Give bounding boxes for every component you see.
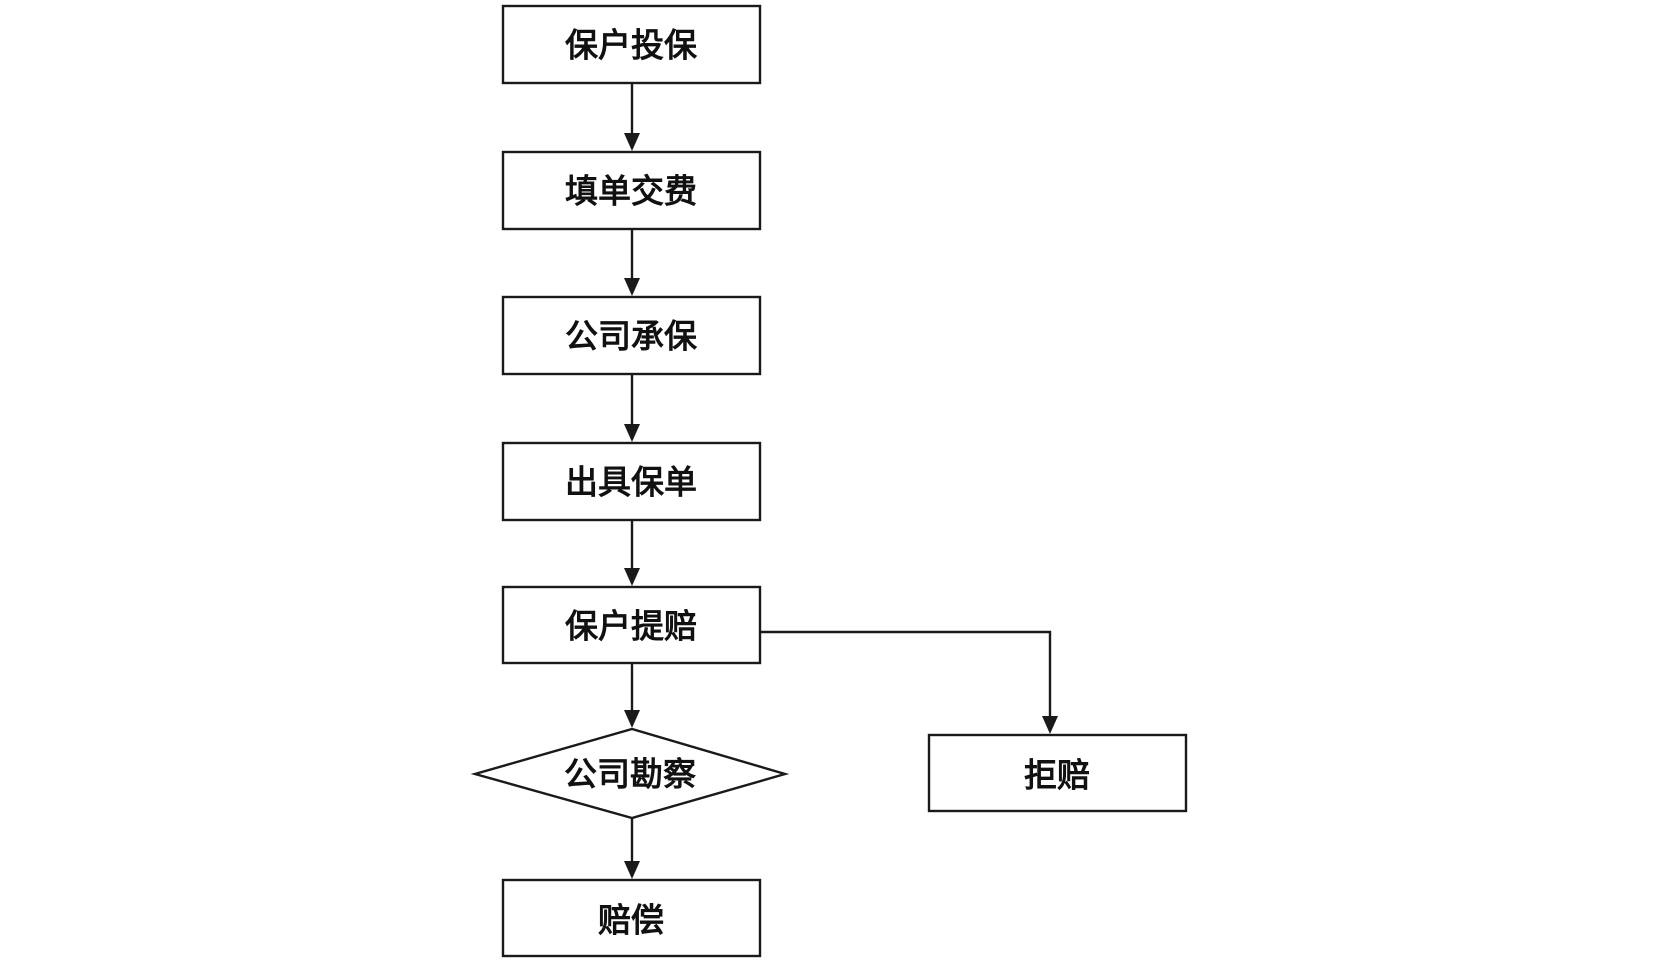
node-apply-label: 保户投保 xyxy=(565,26,698,65)
node-claim-label: 保户提赔 xyxy=(565,607,697,646)
edge-claim-to-reject xyxy=(760,630,1058,734)
node-underwrite: 公司承保 xyxy=(501,295,762,376)
node-reject: 拒赔 xyxy=(927,733,1188,813)
node-compensate: 赔偿 xyxy=(501,878,762,958)
node-underwrite-label: 公司承保 xyxy=(565,317,698,356)
nodes: 保户投保 填单交费 公司承保 出具保单 保户提赔 公司勘察 赔偿 xyxy=(470,4,1188,958)
edge-survey-to-compensate xyxy=(624,818,640,879)
edge-issue-policy-to-claim xyxy=(624,520,640,586)
edge-claim-to-survey xyxy=(624,663,640,728)
node-survey-decision: 公司勘察 xyxy=(470,727,790,820)
node-reject-label: 拒赔 xyxy=(1024,756,1090,795)
node-apply: 保户投保 xyxy=(501,4,762,85)
node-compensate-label: 赔偿 xyxy=(598,901,664,940)
node-issue-policy: 出具保单 xyxy=(501,441,762,522)
node-survey-label: 公司勘察 xyxy=(564,755,696,794)
node-claim: 保户提赔 xyxy=(501,585,762,665)
edge-underwrite-to-issue-policy xyxy=(624,374,640,442)
node-fill-pay: 填单交费 xyxy=(501,150,762,231)
edge-fill-pay-to-underwrite xyxy=(624,229,640,296)
node-issue-policy-label: 出具保单 xyxy=(565,463,697,502)
node-fill-pay-label: 填单交费 xyxy=(565,172,697,211)
edges xyxy=(624,83,1058,879)
edge-apply-to-fill-pay xyxy=(624,83,640,151)
